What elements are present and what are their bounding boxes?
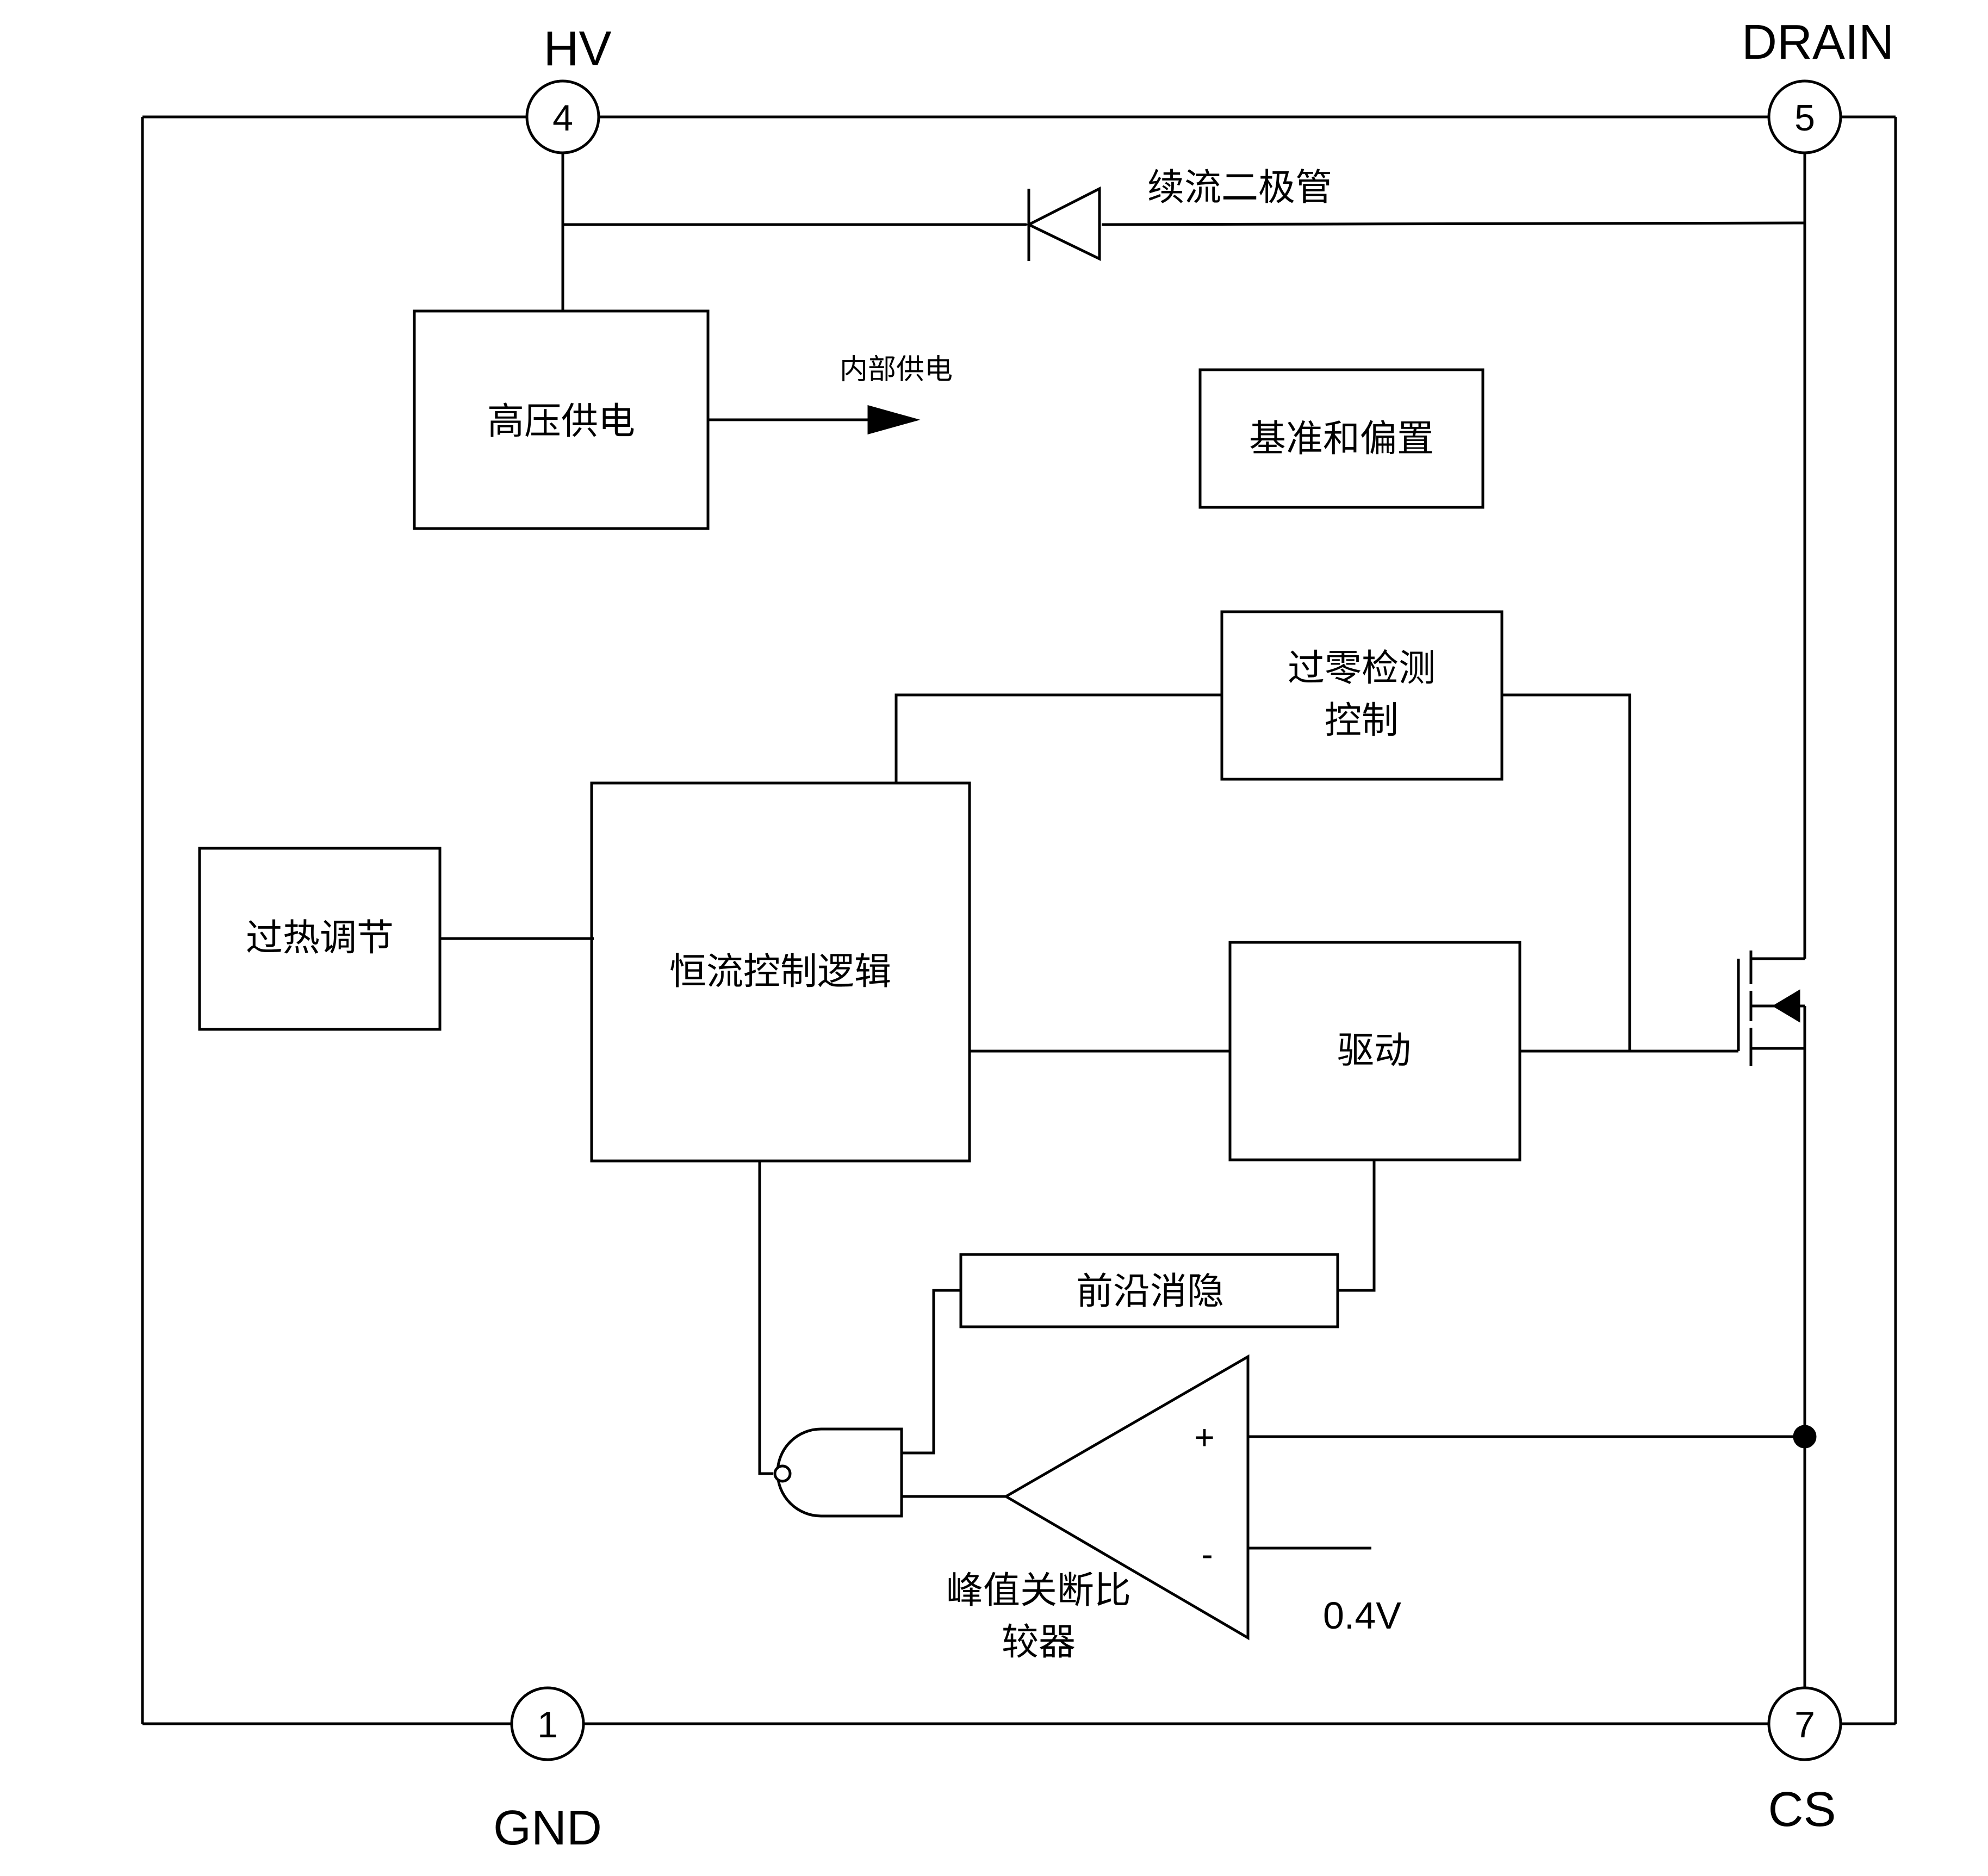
pin-hv: 4 HV bbox=[525, 22, 612, 154]
pin-drain-label: DRAIN bbox=[1742, 15, 1894, 70]
comparator: + - 0.4V 峰值关断比 较器 bbox=[946, 1354, 1817, 1664]
cc-logic-block: 恒流控制逻辑 bbox=[590, 781, 971, 1163]
pin-gnd-number: 1 bbox=[537, 1704, 558, 1745]
internal-supply-arrow: 内部供电 bbox=[708, 353, 953, 434]
freewheel-diode-branch: 续流二极管 bbox=[561, 153, 1806, 959]
mosfet-symbol bbox=[1737, 951, 1806, 1688]
comparator-label-line2: 较器 bbox=[1002, 1621, 1076, 1664]
hv-supply-block: 高压供电 bbox=[413, 309, 710, 530]
hv-supply-label: 高压供电 bbox=[487, 400, 635, 443]
zero-cross-label-line1: 过零检测 bbox=[1288, 647, 1436, 690]
comparator-label-line1: 峰值关断比 bbox=[946, 1569, 1131, 1612]
nand-gate bbox=[773, 1427, 1006, 1518]
comparator-minus-sign: - bbox=[1201, 1535, 1213, 1574]
internal-supply-label: 内部供电 bbox=[840, 353, 953, 386]
pin-gnd: 1 GND bbox=[493, 1686, 602, 1855]
cc-logic-label: 恒流控制逻辑 bbox=[669, 951, 891, 993]
pin-cs-label: CS bbox=[1768, 1782, 1836, 1837]
zero-cross-block: 过零检测 控制 bbox=[1220, 610, 1504, 781]
freewheel-diode-label: 续流二极管 bbox=[1147, 166, 1332, 209]
leb-label: 前沿消隐 bbox=[1076, 1270, 1224, 1313]
pin-cs-number: 7 bbox=[1794, 1704, 1815, 1745]
pin-drain-number: 5 bbox=[1794, 97, 1815, 139]
driver-label: 驱动 bbox=[1337, 1029, 1411, 1072]
pin-hv-number: 4 bbox=[552, 97, 573, 139]
interconnect-wires bbox=[440, 693, 1738, 1475]
reference-voltage-label: 0.4V bbox=[1323, 1594, 1401, 1637]
thermal-regulation-label: 过热调节 bbox=[246, 917, 394, 960]
reference-bias-block: 基准和偏置 bbox=[1198, 368, 1484, 509]
pin-gnd-circle bbox=[510, 1686, 585, 1761]
pin-drain: 5 DRAIN bbox=[1742, 15, 1894, 154]
pin-cs: 7 CS bbox=[1767, 1686, 1842, 1837]
comparator-plus-sign: + bbox=[1194, 1418, 1214, 1457]
leb-block: 前沿消隐 bbox=[959, 1253, 1339, 1328]
driver-block: 驱动 bbox=[1228, 941, 1521, 1161]
reference-bias-label: 基准和偏置 bbox=[1249, 418, 1434, 461]
diode-symbol bbox=[1026, 186, 1101, 261]
zero-cross-label-line2: 控制 bbox=[1325, 699, 1399, 742]
package-outline bbox=[141, 115, 1897, 1725]
pin-hv-label: HV bbox=[543, 22, 611, 76]
thermal-regulation-block: 过热调节 bbox=[198, 847, 442, 1031]
pin-gnd-label: GND bbox=[493, 1801, 602, 1855]
